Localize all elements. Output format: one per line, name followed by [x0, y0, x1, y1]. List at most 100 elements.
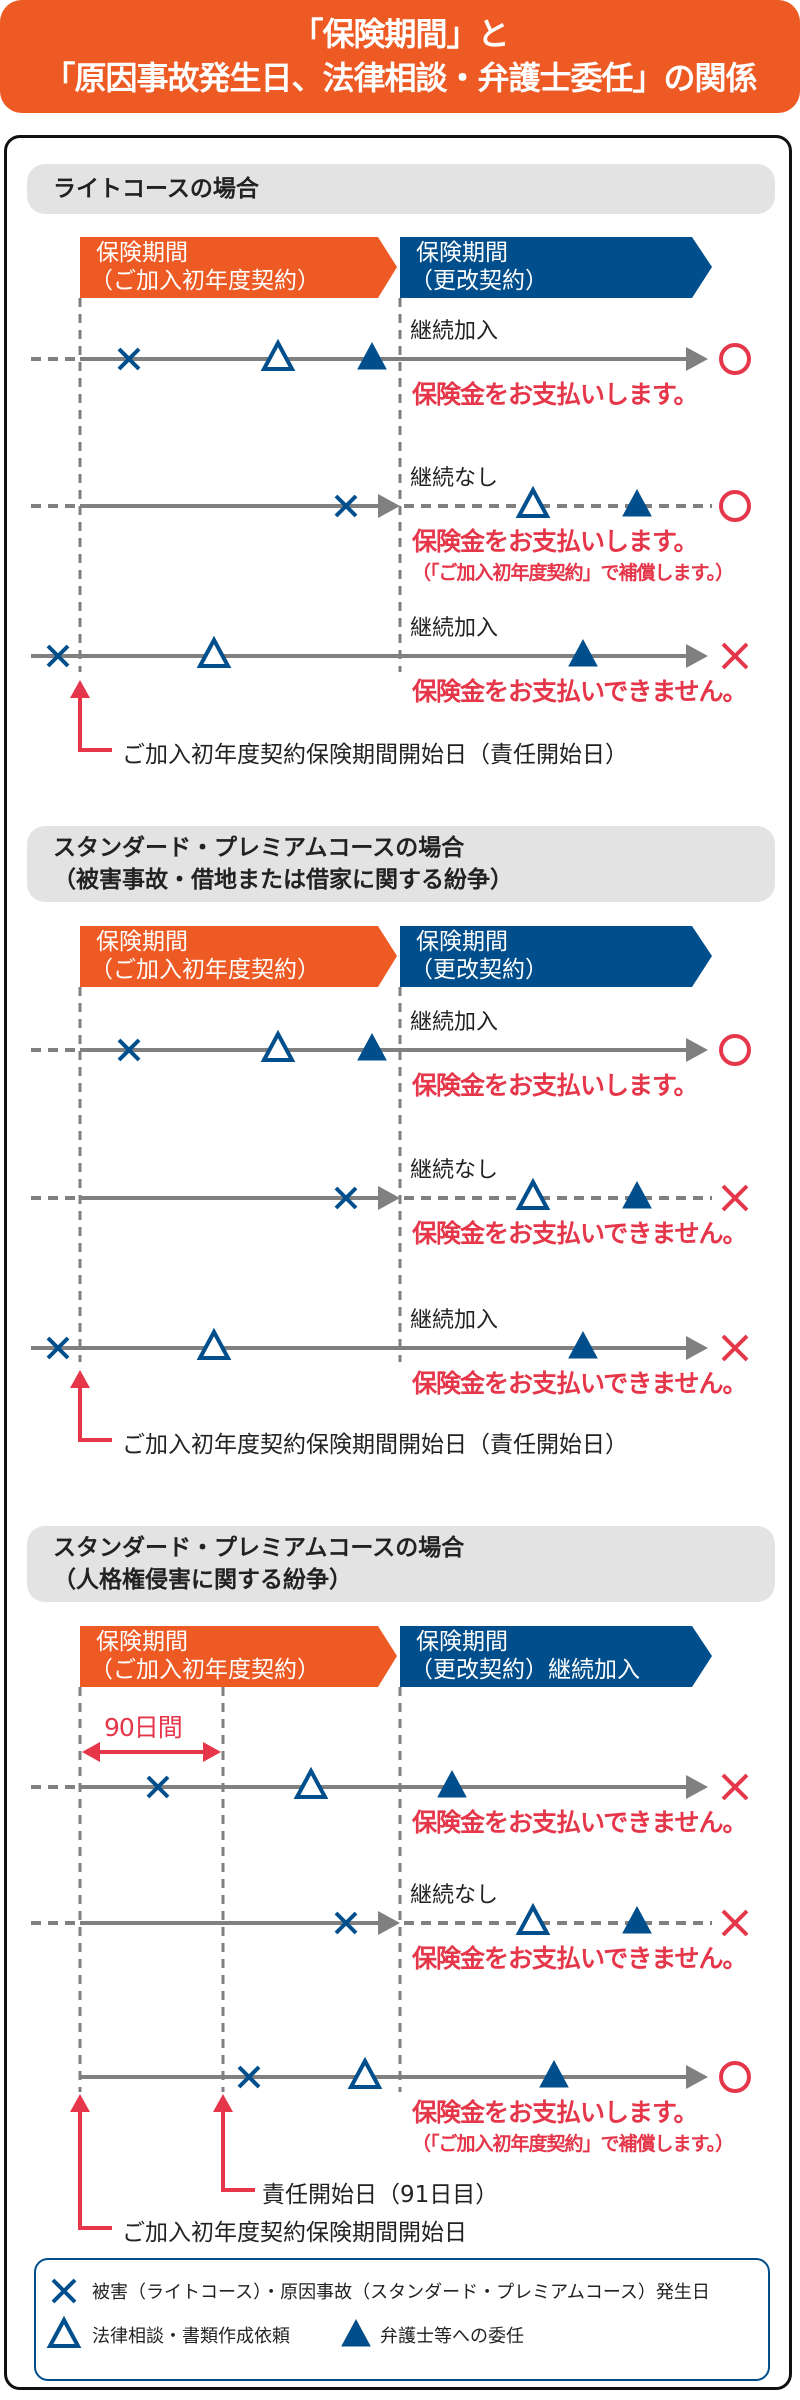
payment-result-message: 保険金をお支払いします。: [412, 527, 699, 556]
responsibility-start-label: 責任開始日（91日目）: [262, 2182, 499, 2208]
section-header-line: ライトコースの場合: [53, 176, 259, 202]
cross-stroke: [721, 1334, 749, 1362]
payment-result-message: 保険金をお支払いします。: [412, 380, 699, 409]
legal-consultation-open-triangle-icon: [347, 2056, 383, 2089]
initial-period-subtitle: （ご加入初年度契約）: [90, 1657, 320, 1683]
payment-result-message: 保険金をお支払いできません。: [412, 1944, 748, 1973]
legal-consultation-open-triangle-icon: [196, 635, 232, 668]
legal-consultation-open-triangle-icon: [515, 1902, 551, 1935]
cross-stroke: [721, 1184, 749, 1212]
legend: 被害（ライトコース）・原因事故（スタンダード・プレミアムコース）発生日法律相談・…: [34, 2258, 770, 2381]
incident-date-cross-icon: [334, 1186, 358, 1210]
cross-stroke: [334, 494, 358, 518]
diagram-frame: [4, 135, 792, 2390]
payment-result-note: （「ご加入初年度契約」で補償します。）: [412, 562, 734, 584]
arrowhead-icon: [686, 1775, 708, 1799]
legal-consultation-open-triangle-icon: [515, 485, 551, 518]
continuation-label: 継続なし: [410, 1158, 499, 1183]
lawyer-delegation-filled-triangle-icon: [357, 1032, 387, 1061]
not-payable-cross-icon: [721, 642, 749, 670]
continuation-label: 継続なし: [410, 466, 499, 491]
renewal-period-banner: [400, 237, 712, 298]
cross-stroke: [237, 2065, 261, 2089]
lawyer-delegation-filled-triangle-icon: [622, 1180, 652, 1209]
continuation-label: 継続加入: [410, 319, 499, 344]
renewal-period-subtitle: （更改契約）: [410, 268, 548, 294]
arrowhead-icon: [686, 347, 708, 371]
payable-circle-icon: [719, 2061, 751, 2093]
legal-consultation-open-triangle-icon: [196, 1327, 232, 1360]
renewal-period-subtitle: （更改契約）継続加入: [410, 1657, 640, 1683]
continuation-label: 継続加入: [410, 1308, 499, 1333]
red-pointer-arrowhead-icon: [70, 2094, 90, 2112]
not-payable-cross-icon: [721, 1184, 749, 1212]
title-line-2: 「原因事故発生日、法律相談・弁護士委任」の関係: [43, 59, 757, 97]
initial-period-subtitle: （ご加入初年度契約）: [90, 957, 320, 983]
renewal-period-title: 保険期間: [416, 929, 508, 955]
payment-result-note: （「ご加入初年度契約」で補償します。）: [412, 2133, 734, 2155]
arrowhead-icon: [686, 1038, 708, 1062]
cross-stroke: [117, 1038, 141, 1062]
red-pointer-arrowhead-icon: [213, 2094, 233, 2112]
payment-result-message: 保険金をお支払いできません。: [412, 1219, 748, 1248]
arrowhead-icon: [378, 1911, 400, 1935]
section-header-line: （人格権侵害に関する紛争）: [53, 1567, 352, 1593]
incident-date-cross-icon: [117, 1038, 141, 1062]
incident-date-cross-icon: [46, 1336, 70, 1360]
incident-date-cross-icon: [237, 2065, 261, 2089]
legal-consultation-open-triangle-icon: [260, 338, 296, 371]
continuation-label: 継続加入: [410, 616, 499, 641]
not-payable-cross-icon: [721, 1909, 749, 1937]
initial-period-banner: [80, 1626, 397, 1687]
renewal-period-title: 保険期間: [416, 1629, 508, 1655]
arrowhead-icon: [378, 494, 400, 518]
incident-date-cross-icon: [117, 347, 141, 371]
not-payable-cross-icon: [721, 1334, 749, 1362]
legal-consultation-open-triangle-icon: [260, 1029, 296, 1062]
section-header-line: スタンダード・プレミアムコースの場合: [53, 835, 465, 861]
initial-period-banner: [80, 237, 397, 298]
initial-period-title: 保険期間: [96, 1629, 188, 1655]
waiting-period-label: 90日間: [104, 1713, 183, 1742]
cross-stroke: [721, 642, 749, 670]
diagram-title: 「保険期間」と 「原因事故発生日、法律相談・弁護士委任」の関係: [0, 0, 800, 113]
cross-stroke: [721, 1773, 749, 1801]
legend-cross-label: 被害（ライトコース）・原因事故（スタンダード・プレミアムコース）発生日: [92, 2282, 710, 2303]
arrowhead-icon: [686, 2065, 708, 2089]
payable-circle-icon: [719, 1034, 751, 1066]
payable-circle-icon: [719, 343, 751, 375]
section-header: スタンダード・プレミアムコースの場合（人格権侵害に関する紛争）: [27, 1526, 775, 1602]
renewal-period-banner: [400, 926, 712, 987]
legend-filled-triangle-icon: [341, 2318, 371, 2347]
cross-stroke: [46, 1336, 70, 1360]
lawyer-delegation-filled-triangle-icon: [568, 1330, 598, 1359]
section-header: ライトコースの場合: [27, 164, 775, 214]
arrowhead-icon: [686, 644, 708, 668]
cross-stroke: [334, 1911, 358, 1935]
incident-date-cross-icon: [334, 1911, 358, 1935]
legal-consultation-open-triangle-icon: [515, 1177, 551, 1210]
legend-filled-triangle-label: 弁護士等への委任: [380, 2326, 524, 2347]
lawyer-delegation-filled-triangle-icon: [622, 1905, 652, 1934]
title-line-1: 「保険期間」と: [291, 15, 509, 53]
payable-circle-icon: [719, 490, 751, 522]
continuation-label: 継続加入: [410, 1010, 499, 1035]
incident-date-cross-icon: [146, 1775, 170, 1799]
renewal-period-banner: [400, 1626, 712, 1687]
initial-period-title: 保険期間: [96, 240, 188, 266]
legend-open-triangle-icon: [46, 2315, 82, 2348]
coverage-start-label: ご加入初年度契約保険期間開始日（責任開始日）: [122, 1432, 628, 1458]
waiting-arrowhead-right-icon: [203, 1742, 221, 1762]
red-pointer-arrowhead-icon: [70, 1370, 90, 1388]
coverage-start-label: ご加入初年度契約保険期間開始日（責任開始日）: [122, 742, 628, 768]
section-header-line: （被害事故・借地または借家に関する紛争）: [53, 867, 513, 893]
lawyer-delegation-filled-triangle-icon: [622, 488, 652, 517]
cross-stroke: [721, 1909, 749, 1937]
continuation-label: 継続なし: [410, 1883, 499, 1908]
payment-result-message: 保険金をお支払いできません。: [412, 677, 748, 706]
arrowhead-icon: [686, 1336, 708, 1360]
lawyer-delegation-filled-triangle-icon: [539, 2059, 569, 2088]
legend-icons: [46, 2278, 371, 2348]
